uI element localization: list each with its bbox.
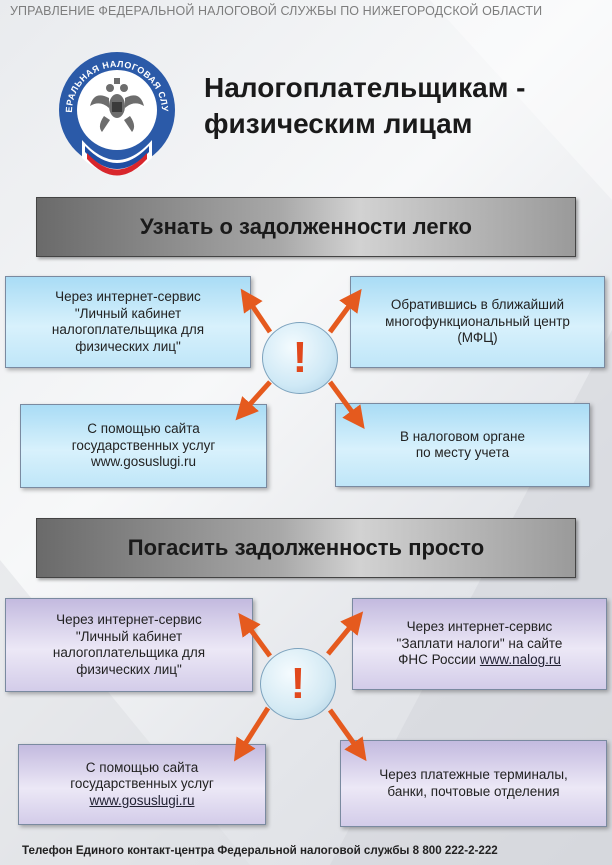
s2-item1-line3: налогоплательщика для (52, 645, 206, 660)
s2-item4-line1: Через платежные терминалы, (379, 767, 568, 782)
s1-item1-line2: "Личный кабинет (74, 305, 182, 321)
s1-item4-line1: В налоговом органе (399, 428, 526, 444)
section1-heading: Узнать о задолженности легко (36, 197, 576, 257)
s1-gosuslugi-box: С помощью сайта государственных услуг ww… (20, 404, 267, 488)
s2-exclamation-icon: ! (260, 648, 336, 720)
organization-name: УПРАВЛЕНИЕ ФЕДЕРАЛЬНОЙ НАЛОГОВОЙ СЛУЖБЫ … (10, 4, 543, 18)
s1-exclamation-icon: ! (262, 322, 338, 394)
title-line-2: физическим лицам (204, 108, 473, 139)
s2-item1-line2: "Личный кабинет (75, 628, 183, 644)
s2-nalog-link[interactable]: www.nalog.ru (479, 652, 561, 668)
logo-emblem-icon: ФЕДЕРАЛЬНАЯ НАЛОГОВАЯ СЛУЖБА (47, 32, 175, 176)
s2-item3-line2: государственных услуг (70, 776, 214, 792)
page-title: Налогоплательщикам - физическим лицам (204, 70, 604, 142)
s1-item3-line2: государственных услуг (71, 437, 216, 453)
s2-gosuslugi-box: С помощью сайта государственных услуг ww… (18, 744, 266, 825)
s1-gosuslugi-link[interactable]: www.gosuslugi.ru (90, 454, 197, 470)
s1-item4-line2: по месту учета (415, 445, 510, 460)
s2-item2-line1: Через интернет-сервис (406, 619, 553, 635)
footer-phone: Телефон Единого контакт-центра Федеральн… (22, 844, 498, 857)
title-line-1: Налогоплательщикам - (204, 72, 526, 103)
s2-item1-line4: физических лиц" (76, 661, 182, 677)
s1-item1-line4: физических лиц" (75, 338, 181, 354)
s2-terminals-box: Через платежные терминалы, банки, почтов… (340, 740, 607, 827)
s2-personal-account-box: Через интернет-сервис "Личный кабинет на… (5, 598, 253, 692)
s1-tax-office-box: В налоговом органе по месту учета (335, 403, 590, 487)
fns-logo: ФЕДЕРАЛЬНАЯ НАЛОГОВАЯ СЛУЖБА (47, 32, 182, 180)
s2-item2-line3: ФНС России (398, 652, 477, 668)
s2-item3-line1: С помощью сайта (85, 759, 199, 775)
s2-gosuslugi-link[interactable]: www.gosuslugi.ru (89, 792, 195, 808)
s1-item1-line3: налогоплательщика для (51, 322, 205, 337)
section2-heading: Погасить задолженность просто (36, 518, 576, 578)
s2-item4-line2: банки, почтовые отделения (387, 783, 560, 799)
s1-item2-line2: многофункциональный центр (385, 313, 570, 329)
s1-item2-line1: Обратившись в ближайший (390, 297, 565, 313)
s2-pay-taxes-box: Через интернет-сервис "Заплати налоги" н… (352, 598, 607, 690)
s1-item1-line1: Через интернет-сервис (55, 289, 201, 304)
s1-item3-line1: С помощью сайта (87, 421, 200, 437)
s1-mfc-box: Обратившись в ближайший многофункциональ… (350, 276, 605, 368)
s2-item2-line2: "Заплати налоги" на сайте (396, 635, 563, 651)
s1-personal-account-box: Через интернет-сервис "Личный кабинет на… (5, 276, 251, 368)
s1-item2-line3: (МФЦ) (457, 330, 498, 346)
s2-item1-line1: Через интернет-сервис (56, 612, 202, 627)
